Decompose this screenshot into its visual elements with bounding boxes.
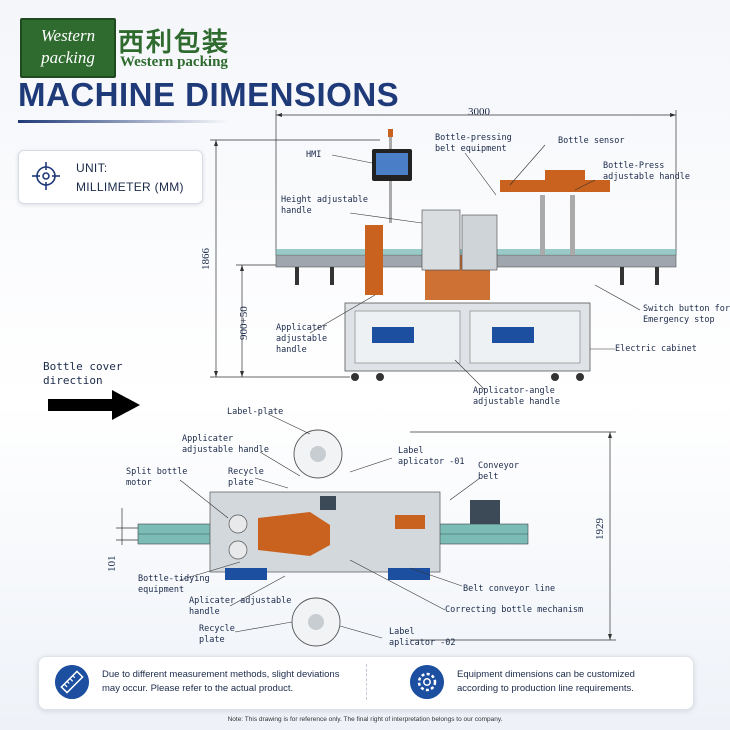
gear-icon	[410, 665, 444, 699]
label-applicator-handle-top: Applicater adjustable handle	[182, 434, 269, 455]
label-bottle-tidying: Bottle-tidying equipment	[138, 574, 210, 595]
width-dimension: 3000	[468, 106, 490, 118]
label-hmi: HMI	[306, 150, 322, 160]
logo-line2: packing	[41, 48, 95, 67]
footer-right-text: Equipment dimensions can be customized a…	[457, 669, 635, 694]
target-icon	[32, 162, 60, 190]
label-recycle-plate-top: Recycle plate	[228, 467, 264, 488]
label-electric-cabinet: Electric cabinet	[615, 344, 697, 354]
label-applicator-angle: Applicator-angle adjustable handle	[473, 386, 560, 407]
ruler-icon	[55, 665, 89, 699]
label-label-applicator-02: Label aplicator -02	[389, 627, 456, 648]
small-dimension: 101	[106, 555, 118, 573]
logo-line1: Western	[40, 26, 96, 45]
unit-text: UNIT: MILLIMETER (MM)	[76, 159, 184, 197]
label-label-plate: Label-plate	[227, 407, 284, 417]
label-conveyor-belt: Conveyor belt	[478, 461, 519, 482]
label-correcting: Correcting bottle mechanism	[445, 605, 584, 615]
unit-label: UNIT:	[76, 161, 108, 175]
label-recycle-plate-bottom: Recycle plate	[199, 624, 235, 645]
brand-name-cn: 西利包装	[118, 28, 231, 58]
arrow-right-icon	[48, 390, 140, 420]
unit-value: MILLIMETER (MM)	[76, 180, 184, 194]
label-applicator-handle: Applicater adjustable handle	[276, 323, 328, 355]
label-applicator-handle-bottom: Aplicater adjustable handle	[189, 596, 292, 617]
footer-note: Note: This drawing is for reference only…	[227, 716, 503, 723]
front-view-drawing	[210, 110, 677, 391]
brand-logo: Western packing	[20, 18, 116, 78]
page-title: MACHINE DIMENSIONS	[18, 76, 400, 113]
title-underline	[18, 120, 228, 123]
label-split-motor: Split bottle motor	[126, 467, 188, 488]
height-dimension: 1866	[200, 248, 212, 270]
table-height-dimension: 900+50	[238, 306, 250, 340]
label-belt-conveyor-line: Belt conveyor line	[463, 584, 556, 594]
label-label-applicator-01: Label aplicator -01	[398, 446, 465, 467]
label-height-handle: Height adjustable handle	[281, 195, 368, 216]
direction-text: Bottle cover direction	[43, 360, 123, 387]
label-bottle-pressing: Bottle-pressing belt equipment	[435, 133, 512, 154]
depth-dimension: 1929	[594, 518, 606, 540]
brand-name-en: Western packing	[120, 54, 228, 70]
footer-left-text: Due to different measurement methods, sl…	[102, 669, 340, 694]
label-bottle-sensor: Bottle sensor	[558, 136, 625, 146]
label-bottle-press-handle: Bottle-Press adjustable handle	[603, 161, 690, 182]
footer-divider	[366, 664, 367, 700]
top-view-drawing	[116, 413, 616, 647]
label-switch-button: Switch button for Emergency stop	[643, 304, 730, 325]
